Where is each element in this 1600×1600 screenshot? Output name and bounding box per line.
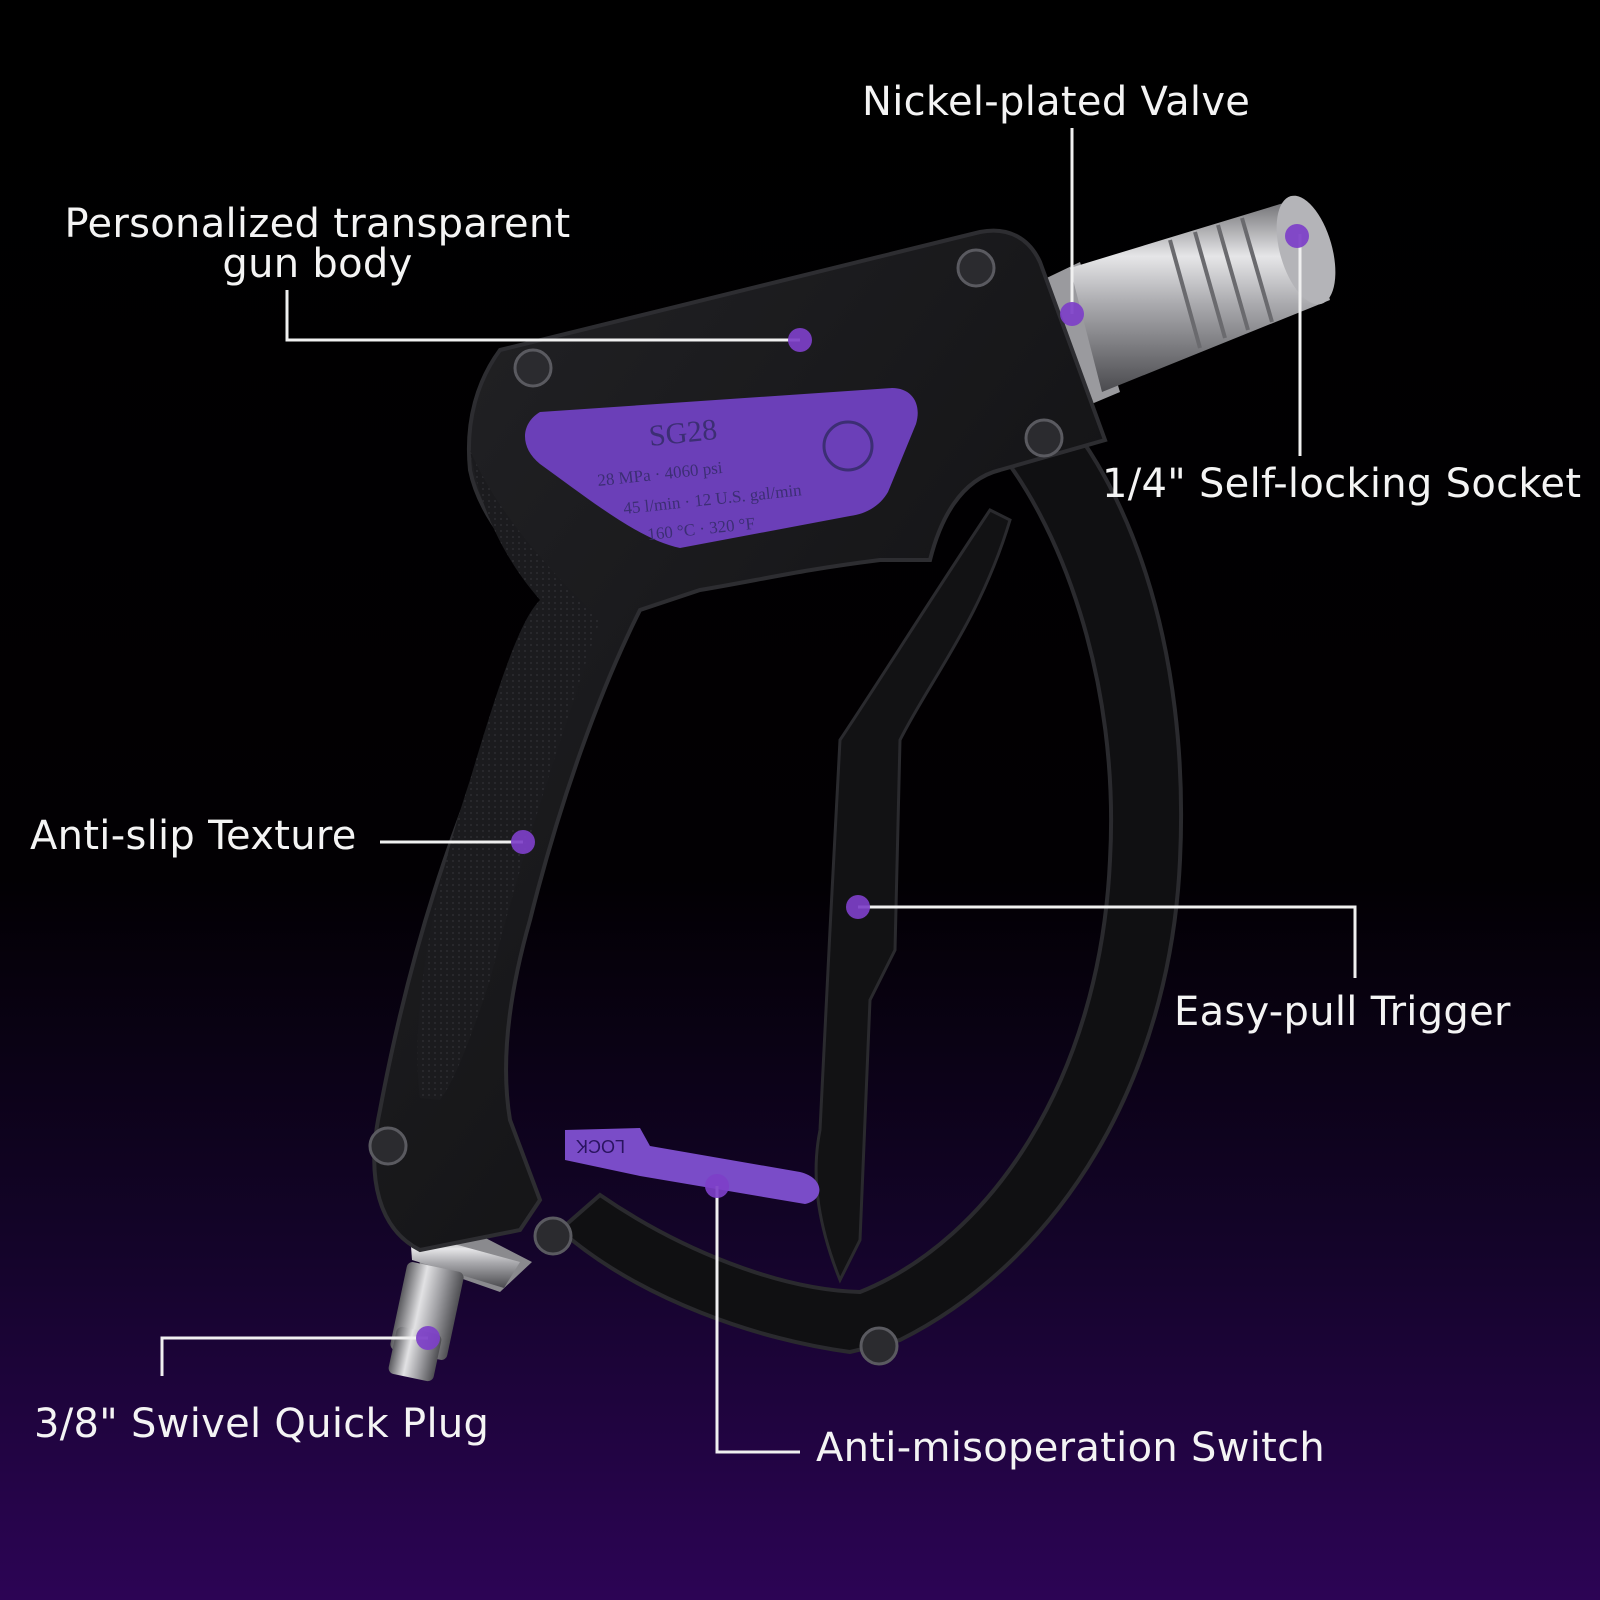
label-anti-misoperation-switch: Anti-misoperation Switch <box>816 1425 1326 1471</box>
anti-slip-grip <box>417 450 600 1100</box>
self-locking-socket <box>1032 195 1336 408</box>
nameplate-model: SG28 <box>647 413 718 453</box>
trigger <box>814 508 1012 1284</box>
label-anti-slip-texture: Anti-slip Texture <box>30 813 357 859</box>
label-gun-body-line2: gun body <box>222 241 413 287</box>
label-nickel-plated-valve: Nickel-plated Valve <box>862 79 1251 125</box>
callout-dots <box>416 224 1309 1350</box>
nameplate <box>525 388 918 548</box>
lock-label: LOCK <box>576 1136 625 1156</box>
lock-switch: LOCK <box>565 1128 820 1204</box>
label-transparent-gun-body: Personalized transparent gun body <box>50 204 585 284</box>
screws <box>368 248 1064 1366</box>
label-swivel-quick-plug: 3/8" Swivel Quick Plug <box>34 1401 490 1447</box>
label-easy-pull-trigger: Easy-pull Trigger <box>1174 989 1511 1035</box>
label-gun-body-line1: Personalized transparent <box>64 201 571 247</box>
brand-emblem-icon <box>822 420 874 472</box>
leader-lines <box>160 128 1357 1454</box>
label-self-locking-socket: 1/4" Self-locking Socket <box>1102 461 1582 507</box>
